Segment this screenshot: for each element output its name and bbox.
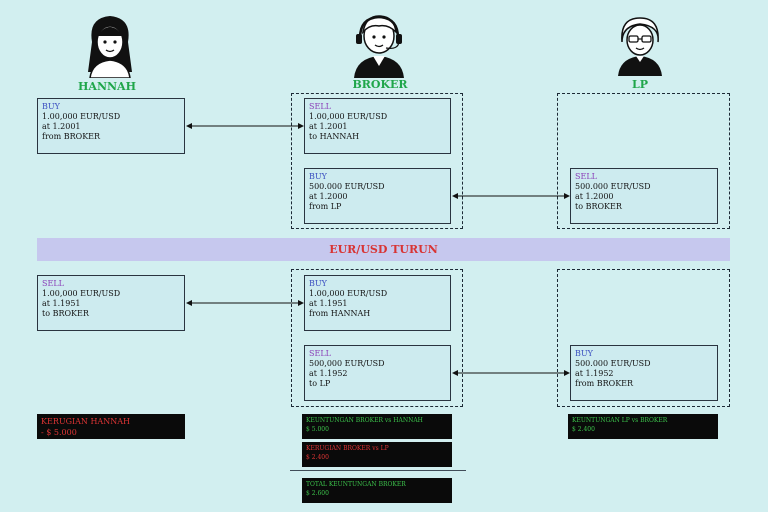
broker-loss-vs-lp-box: KERUGIAN BROKER vs LP $ 2.400 — [302, 442, 452, 467]
broker-buy-box-top: BUY 500.000 EUR/USD at 1.2000 from LP — [304, 168, 451, 224]
action-label: SELL — [42, 279, 64, 288]
broker-total-profit-box: TOTAL KEUNTUNGAN BROKER $ 2.600 — [302, 478, 452, 503]
market-move-banner: EUR/USD TURUN — [37, 238, 730, 261]
counterparty: to BROKER — [42, 309, 89, 318]
lp-buy-box: BUY 500.000 EUR/USD at 1.1952 from BROKE… — [570, 345, 718, 401]
total-divider — [290, 470, 466, 471]
lp-sell-box: SELL 500.000 EUR/USD at 1.2000 to BROKER — [570, 168, 718, 224]
action-label: BUY — [42, 102, 60, 111]
lp-bottom-group — [557, 269, 730, 407]
hannah-buy-box: BUY 1.00,000 EUR/USD at 1.2001 from BROK… — [37, 98, 185, 154]
action-label: BUY — [309, 172, 327, 181]
lp-top-group — [557, 93, 730, 229]
quantity: 500.000 EUR/USD — [309, 182, 385, 191]
broker-name: BROKER — [352, 78, 408, 91]
quantity: 1.00,000 EUR/USD — [309, 289, 388, 298]
price: at 1.2000 — [575, 192, 614, 201]
action-label: BUY — [575, 349, 593, 358]
counterparty: from BROKER — [42, 132, 101, 141]
hannah-name: HANNAH — [78, 80, 136, 93]
broker-bottom-group — [291, 269, 463, 407]
action-label: SELL — [309, 349, 331, 358]
result-value: - $ 5.000 — [41, 428, 77, 437]
price: at 1.1951 — [309, 299, 348, 308]
quantity: 500.000 EUR/USD — [575, 182, 651, 191]
lp-name: LP — [631, 78, 648, 91]
broker-buy-box-bottom: BUY 1.00,000 EUR/USD at 1.1951 from HANN… — [304, 275, 451, 331]
result-label: KEUNTUNGAN BROKER vs HANNAH — [306, 417, 423, 424]
price: at 1.2000 — [309, 192, 348, 201]
quantity: 500.000 EUR/USD — [575, 359, 651, 368]
price: at 1.1951 — [42, 299, 81, 308]
counterparty: from BROKER — [575, 379, 634, 388]
hannah-loss-box: KERUGIAN HANNAH - $ 5.000 — [37, 414, 185, 439]
lp-avatar-icon — [608, 12, 672, 76]
action-label: SELL — [309, 102, 331, 111]
result-value: $ 5.000 — [306, 426, 329, 433]
action-label: SELL — [575, 172, 597, 181]
result-value: $ 2.600 — [306, 490, 329, 497]
counterparty: to LP — [309, 379, 331, 388]
result-value: $ 2.400 — [572, 426, 595, 433]
quantity: 1.00,000 EUR/USD — [309, 112, 388, 121]
quantity: 1.00,000 EUR/USD — [42, 289, 121, 298]
broker-avatar-icon — [346, 10, 412, 78]
counterparty: to BROKER — [575, 202, 622, 211]
quantity: 1.00,000 EUR/USD — [42, 112, 121, 121]
broker-sell-box-top: SELL 1.00,000 EUR/USD at 1.2001 to HANNA… — [304, 98, 451, 154]
hannah-sell-box: SELL 1.00,000 EUR/USD at 1.1951 to BROKE… — [37, 275, 185, 331]
counterparty: from LP — [309, 202, 342, 211]
price: at 1.1952 — [575, 369, 614, 378]
counterparty: to HANNAH — [309, 132, 360, 141]
broker-profit-vs-hannah-box: KEUNTUNGAN BROKER vs HANNAH $ 5.000 — [302, 414, 452, 439]
result-label: KERUGIAN HANNAH — [41, 417, 130, 426]
action-label: BUY — [309, 279, 327, 288]
hannah-avatar-icon — [78, 12, 142, 78]
broker-top-group — [291, 93, 463, 229]
result-label: TOTAL KEUNTUNGAN BROKER — [306, 481, 406, 488]
result-label: KERUGIAN BROKER vs LP — [306, 445, 389, 452]
lp-profit-box: KEUNTUNGAN LP vs BROKER $ 2.400 — [568, 414, 718, 439]
counterparty: from HANNAH — [309, 309, 371, 318]
result-label: KEUNTUNGAN LP vs BROKER — [572, 417, 668, 424]
price: at 1.2001 — [309, 122, 348, 131]
price: at 1.1952 — [309, 369, 348, 378]
quantity: 500,000 EUR/USD — [309, 359, 385, 368]
result-value: $ 2.400 — [306, 454, 329, 461]
broker-sell-box-bottom: SELL 500,000 EUR/USD at 1.1952 to LP — [304, 345, 451, 401]
price: at 1.2001 — [42, 122, 81, 131]
